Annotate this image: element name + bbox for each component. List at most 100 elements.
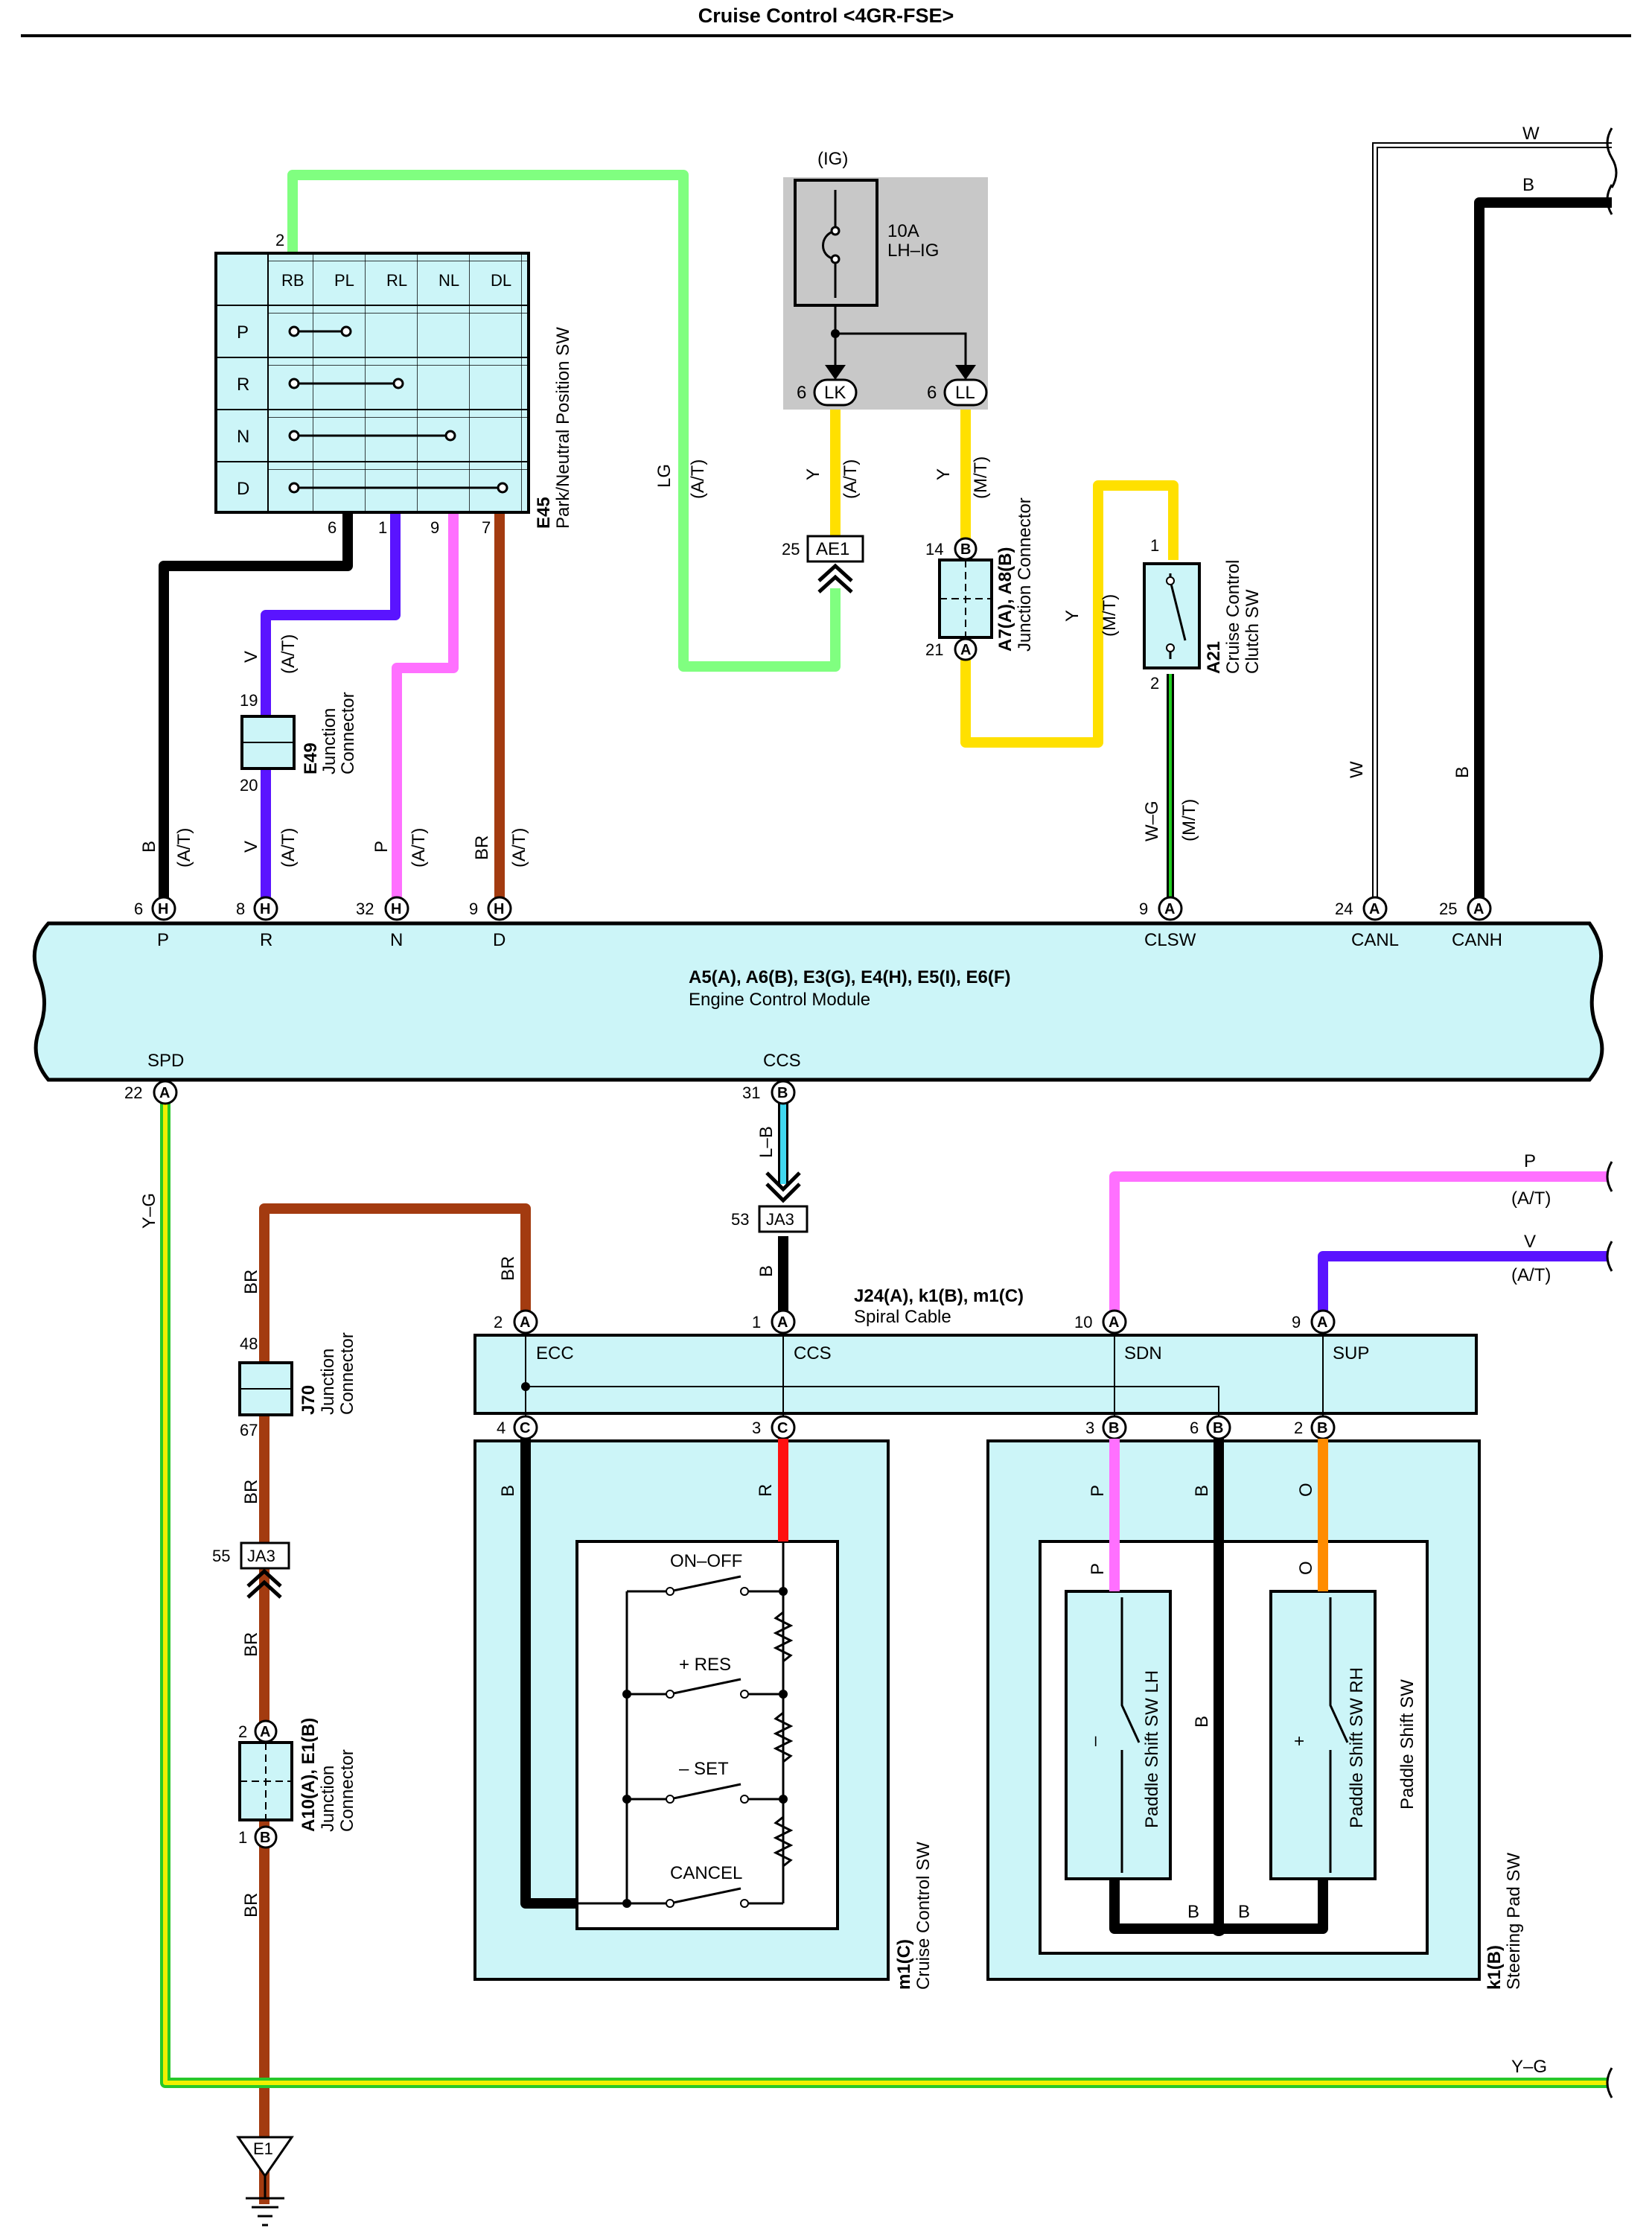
lbl-o-k1-b: O <box>1296 1561 1316 1575</box>
ecm-pin-r: H 8 R <box>236 896 278 950</box>
ecm-name: Engine Control Module <box>689 990 870 1010</box>
e49-name1: Junction <box>319 708 339 774</box>
svg-text:B: B <box>777 1085 788 1101</box>
ja3-lower-pin: 55 <box>212 1547 230 1565</box>
spiral-pin-sup: A 9 SUP <box>1292 1309 1369 1363</box>
e45-row-d: D <box>237 479 249 499</box>
m1-code: m1(C) <box>894 1939 914 1990</box>
ecm-pin-canl: A 24 CANL <box>1335 896 1399 950</box>
spiral-pin-b3: B 3 <box>1085 1415 1127 1440</box>
ecm-pin-clsw: A 9 CLSW <box>1139 896 1196 950</box>
a10e1-pin-2: 2 <box>238 1722 247 1741</box>
e45-col-pl: PL <box>334 271 354 290</box>
svg-text:9: 9 <box>1139 900 1148 918</box>
svg-text:N: N <box>390 930 403 950</box>
e45-pin-6: 6 <box>328 518 337 537</box>
svg-text:31: 31 <box>742 1083 760 1102</box>
svg-text:CANL: CANL <box>1351 930 1399 950</box>
svg-text:SPD: SPD <box>147 1051 184 1071</box>
a21-pin-2: 2 <box>1150 674 1159 693</box>
wire-p-sdn <box>1109 1171 1608 1320</box>
k1-inner-name: Paddle Shift SW <box>1397 1679 1417 1810</box>
a10e1-name1: Junction <box>318 1766 338 1832</box>
svg-text:1: 1 <box>752 1313 761 1331</box>
svg-text:A: A <box>1473 901 1484 917</box>
ecm-pin-spd: A 22 SPD <box>124 1051 184 1105</box>
lbl-br-3: BR <box>241 1480 261 1504</box>
lbl-b-k1-b: B <box>1192 1716 1212 1728</box>
fuse-ig-label: (IG) <box>817 149 848 169</box>
e45-contacts <box>288 325 508 494</box>
lbl-yg: Y–G <box>139 1193 159 1229</box>
lbl-y-mt2: (M/T) <box>971 456 991 499</box>
ja3-lower-connector <box>240 1541 290 1570</box>
a10e1-name2: Connector <box>337 1749 357 1832</box>
k1-code: k1(B) <box>1484 1945 1505 1990</box>
lbl-p-at2: (A/T) <box>409 828 429 868</box>
svg-text:B: B <box>1109 1420 1119 1436</box>
svg-text:A: A <box>159 1085 170 1101</box>
e45-name: Park/Neutral Position SW <box>553 327 573 529</box>
svg-text:25: 25 <box>1439 900 1457 918</box>
ae1-connector <box>806 535 864 563</box>
fuse-box <box>783 177 988 410</box>
spiral-pin-b6: B 6 <box>1190 1415 1231 1440</box>
a21-code: A21 <box>1204 641 1224 674</box>
e45-code: E45 <box>534 497 554 529</box>
m1-name: Cruise Control SW <box>913 1842 934 1990</box>
svg-text:CLSW: CLSW <box>1144 930 1196 950</box>
lbl-v-at2: (A/T) <box>278 634 299 674</box>
a7a8-pin-bottom-letter: A <box>960 642 971 658</box>
lbl-b-at2: (A/T) <box>174 828 194 868</box>
ecm-code: A5(A), A6(B), E3(G), E4(H), E5(I), E6(F) <box>689 967 1010 987</box>
svg-text:H: H <box>260 901 270 917</box>
svg-text:9: 9 <box>469 900 478 918</box>
e45-row-p: P <box>237 322 249 343</box>
lbl-b-canh: B <box>1452 766 1473 778</box>
svg-text:A: A <box>1109 1314 1119 1331</box>
svg-text:A: A <box>520 1314 530 1331</box>
spiral-pin-b2: B 2 <box>1294 1415 1336 1440</box>
wire-yg-inner <box>163 1091 1608 2085</box>
e45-row-r: R <box>237 375 249 395</box>
svg-text:9: 9 <box>1292 1313 1301 1331</box>
lbl-br-2: BR <box>498 1256 518 1281</box>
e45-col-dl: DL <box>491 271 511 290</box>
e45-col-rl: RL <box>386 271 407 290</box>
lbl-b-spiral: B <box>756 1265 776 1277</box>
lbl-br-at: BR <box>472 836 492 860</box>
svg-text:A: A <box>1164 901 1175 917</box>
svg-text:22: 22 <box>124 1083 142 1102</box>
lbl-b-right: B <box>1522 175 1534 195</box>
svg-text:32: 32 <box>356 900 374 918</box>
lbl-p-k1-a: P <box>1088 1485 1108 1497</box>
j70-name1: Junction <box>318 1349 338 1415</box>
svg-text:R: R <box>260 930 272 950</box>
svg-text:ECC: ECC <box>536 1343 574 1363</box>
a7a8-pin-14: 14 <box>925 540 943 558</box>
e45-column-headers: RB PL RL NL DL <box>281 271 511 290</box>
e49-code: E49 <box>301 742 321 774</box>
pin-ll-label: LL <box>955 383 975 403</box>
ae1-label: AE1 <box>816 539 849 559</box>
lbl-y-at2: (A/T) <box>841 459 861 499</box>
diagram-title: Cruise Control <4GR-FSE> <box>698 4 954 27</box>
lbl-br-at2: (A/T) <box>509 828 529 868</box>
spiral-cable <box>473 1334 1478 1415</box>
title-rule <box>21 34 1631 37</box>
lbl-y-mt3: Y <box>1062 610 1082 622</box>
svg-text:CCS: CCS <box>794 1343 832 1363</box>
lbl-p-sdn-at: (A/T) <box>1511 1188 1551 1209</box>
ae1-arrow-icon <box>817 563 853 593</box>
lbl-y-at: Y <box>803 468 823 480</box>
pin-lk-label: LK <box>824 383 846 403</box>
lbl-r-m1: R <box>756 1484 776 1497</box>
ecm-body <box>32 921 1604 1082</box>
svg-text:CANH: CANH <box>1452 930 1502 950</box>
wire-br-ecc <box>259 1203 531 2204</box>
fuse-name: LH–IG <box>887 241 939 261</box>
paddle-shift-lh <box>1065 1590 1172 1880</box>
wire-b-canh <box>1474 197 1612 907</box>
fuse-rating: 10A <box>887 221 919 241</box>
a7a8-name: Junction Connector <box>1015 497 1035 652</box>
